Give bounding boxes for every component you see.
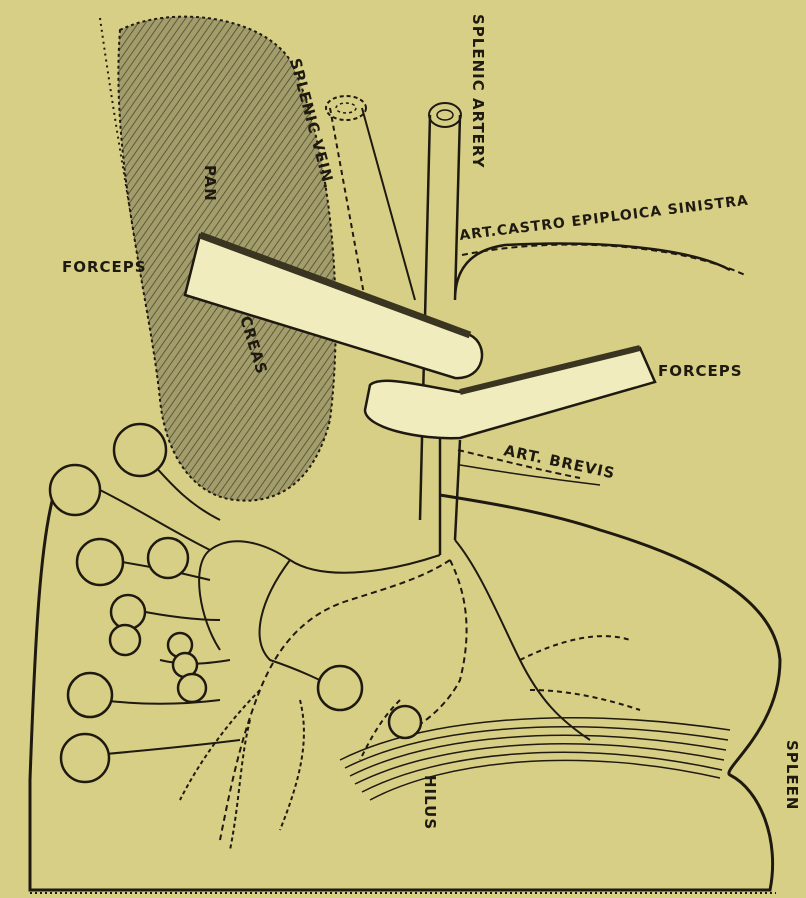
splenic-vein-vessel	[326, 96, 415, 300]
spleen-outline	[30, 490, 780, 890]
label-forceps-right: FORCEPS	[658, 362, 743, 380]
label-splenic-artery: SPLENIC ARTERY	[469, 14, 487, 169]
label-art-brevis: ART. BREVIS	[502, 441, 617, 482]
label-pancreas-part1: PAN	[201, 165, 219, 202]
label-forceps-left: FORCEPS	[62, 258, 147, 276]
splenic-artery-vessel	[420, 103, 745, 555]
label-spleen: SPLEEN	[783, 740, 801, 810]
label-hilus: HILUS	[421, 775, 439, 830]
label-art-gastro-epiploica: ART.CASTRO EPIPLOICA SINISTRA	[459, 193, 750, 244]
